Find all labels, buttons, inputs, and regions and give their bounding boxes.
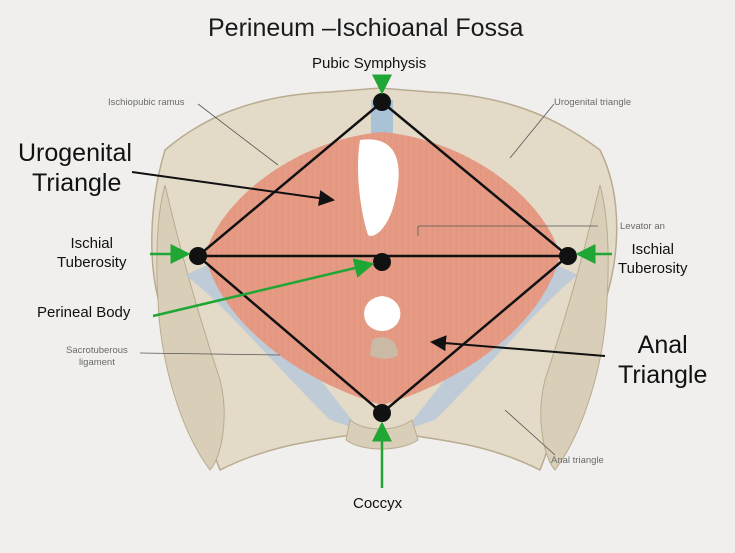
page-title: Perineum –Ischioanal Fossa <box>208 14 524 42</box>
urogenital-hiatus <box>357 139 399 236</box>
atlas-label-ischiopubic-ramus: Ischiopubic ramus <box>108 97 185 108</box>
label-anal-line2: Triangle <box>618 361 708 389</box>
atlas-label-sacrotuberous-line1: Sacrotuberous <box>66 345 128 356</box>
label-perineal-body: Perineal Body <box>37 304 131 321</box>
atlas-label-sacrotuberous-line2: ligament <box>78 357 115 368</box>
anal-opening <box>364 296 401 331</box>
perineal-body-dot <box>373 253 391 271</box>
pubic-symphysis-cartilage <box>371 100 393 140</box>
right-ischial-dot <box>559 247 577 265</box>
label-ischial-tuberosity-right: Ischial Tuberosity <box>618 240 687 278</box>
label-ischial-left-line1: Ischial <box>70 235 113 252</box>
label-urogenital-line2: Triangle <box>32 169 122 197</box>
atlas-label-levator-ani: Levator an <box>620 221 665 232</box>
label-anal-triangle: Anal Triangle <box>618 330 707 390</box>
pubic-symphysis-dot <box>373 93 391 111</box>
label-pubic-symphysis: Pubic Symphysis <box>312 55 427 72</box>
label-ischial-left-line2: Tuberosity <box>57 254 127 271</box>
arrow-urogenital <box>131 171 335 206</box>
label-coccyx: Coccyx <box>353 495 403 512</box>
label-urogenital-triangle: Urogenital Triangle <box>18 138 132 198</box>
label-ischial-right-line2: Tuberosity <box>618 260 688 277</box>
arrow-perineal-body <box>152 258 375 318</box>
coccyx-dot <box>373 404 391 422</box>
label-anal-line1: Anal <box>637 331 688 359</box>
atlas-label-anal-triangle: Anal triangle <box>551 455 604 466</box>
atlas-label-sacrotuberous: Sacrotuberous ligament <box>66 345 128 369</box>
atlas-label-urogenital-triangle: Urogenital triangle <box>554 97 632 108</box>
arrow-anal <box>430 335 606 357</box>
label-urogenital-line1: Urogenital <box>18 139 132 167</box>
label-ischial-right-line1: Ischial <box>631 241 674 258</box>
label-ischial-tuberosity-left: Ischial Tuberosity <box>57 234 126 272</box>
left-ischial-dot <box>189 247 207 265</box>
